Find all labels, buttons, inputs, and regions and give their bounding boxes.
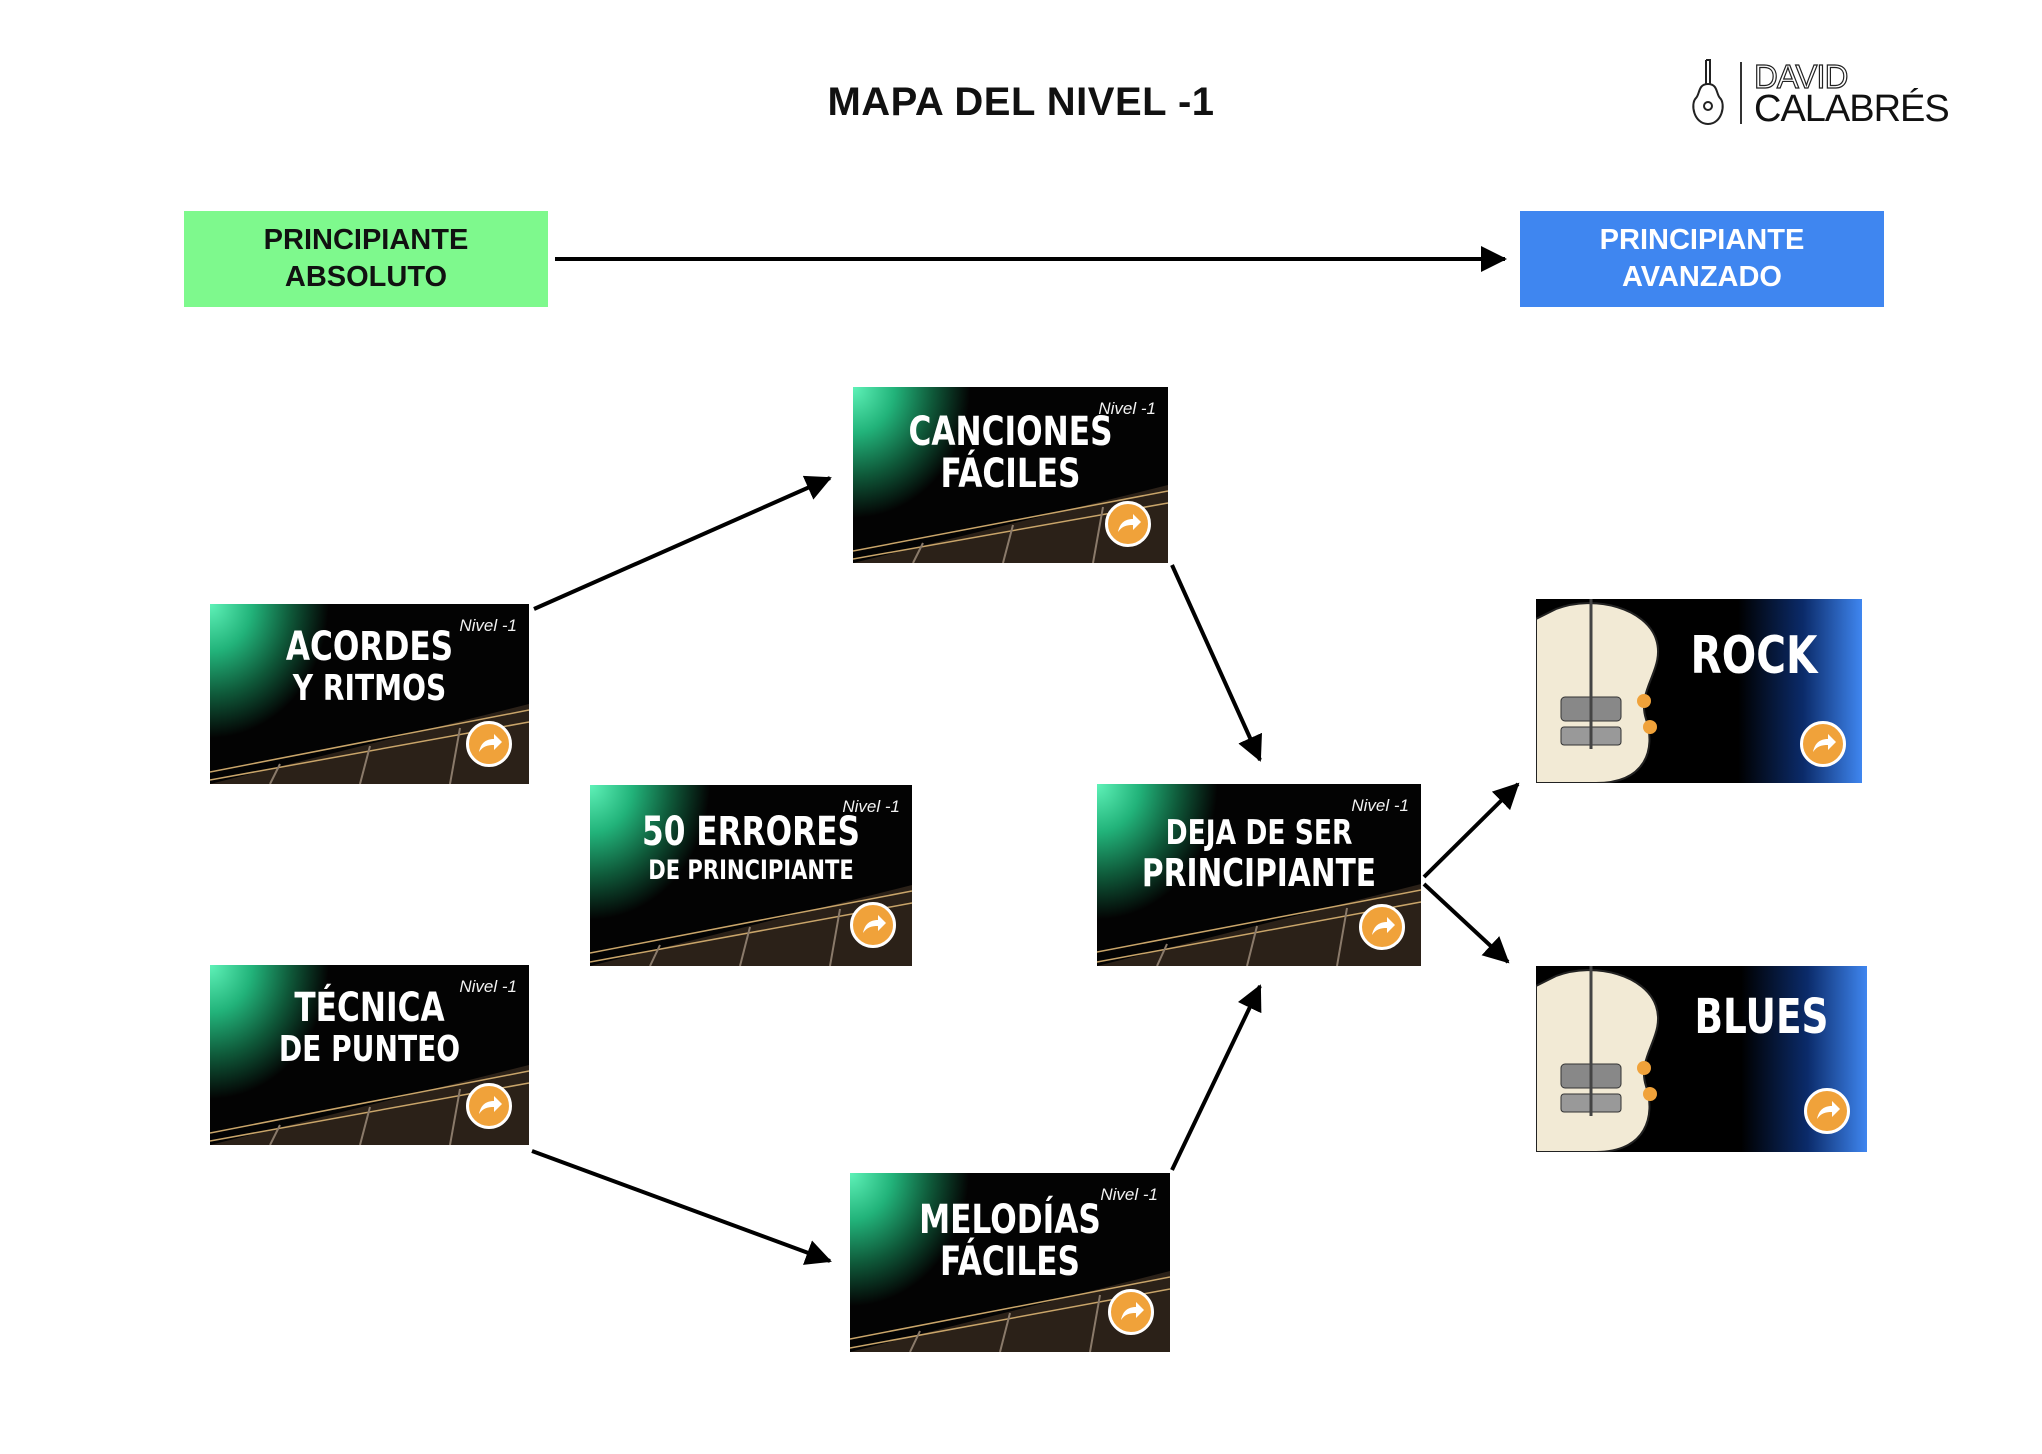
course-title-line1: CANCIONES: [908, 409, 1113, 455]
course-level-tag: Nivel -1: [459, 977, 517, 996]
course-card-canciones[interactable]: Nivel -1 CANCIONES FÁCILES: [853, 387, 1168, 563]
fretboard-graphic: [853, 485, 1168, 563]
share-arrow-icon[interactable]: [1800, 721, 1846, 767]
fretboard-graphic: [210, 1065, 529, 1145]
arrow-melodias-deja: [1170, 984, 1262, 1171]
course-level-tag: Nivel -1: [842, 797, 900, 816]
share-arrow-icon[interactable]: [850, 902, 896, 948]
level-start-box: PRINCIPIANTE ABSOLUTO: [184, 211, 548, 307]
course-title-line1: DEJA DE SER: [1165, 813, 1353, 853]
course-card-rock[interactable]: ROCK: [1536, 599, 1862, 783]
course-level-tag: Nivel -1: [459, 616, 517, 635]
course-title-line2: Y RITMOS: [292, 668, 447, 709]
course-title-line2: FÁCILES: [940, 451, 1081, 497]
arrow-acordes-canciones: [533, 475, 832, 611]
page-title: MAPA DEL NIVEL -1: [827, 80, 1215, 124]
course-title-line2: DE PUNTEO: [278, 1029, 461, 1070]
brand-separator: [1740, 62, 1742, 124]
course-level-tag: Nivel -1: [1351, 796, 1409, 815]
course-title-line1: ACORDES: [285, 624, 454, 670]
electric-guitar-graphic: [1536, 966, 1659, 1152]
course-title-line1: MELODÍAS: [919, 1197, 1101, 1243]
share-arrow-icon[interactable]: [466, 721, 512, 767]
arrow-deja-blues: [1422, 882, 1510, 964]
fretboard-graphic: [210, 704, 529, 784]
course-card-blues[interactable]: BLUES: [1536, 966, 1867, 1152]
course-title-line1: BLUES: [1694, 989, 1829, 1045]
course-title-line1: TÉCNICA: [294, 985, 445, 1031]
course-card-deja[interactable]: Nivel -1 DEJA DE SER PRINCIPIANTE: [1097, 784, 1421, 966]
course-title-line2: FÁCILES: [939, 1239, 1081, 1285]
level-start-label: PRINCIPIANTE ABSOLUTO: [263, 224, 469, 293]
fretboard-graphic: [590, 885, 912, 966]
course-title-line1: ROCK: [1690, 626, 1818, 686]
course-title-line2: PRINCIPIANTE: [1141, 851, 1377, 895]
arrow-canciones-deja: [1170, 564, 1262, 762]
course-card-errores[interactable]: Nivel -1 50 ERRORES DE PRINCIPIANTE: [590, 785, 912, 966]
fretboard-graphic: [850, 1271, 1170, 1352]
course-level-tag: Nivel -1: [1098, 399, 1156, 418]
course-title-line2: DE PRINCIPIANTE: [648, 855, 854, 886]
share-arrow-icon[interactable]: [1804, 1088, 1850, 1134]
arrow-deja-rock: [1422, 782, 1520, 879]
course-card-acordes[interactable]: Nivel -1 ACORDES Y RITMOS: [210, 604, 529, 784]
level-end-label: PRINCIPIANTE AVANZADO: [1599, 224, 1805, 293]
share-arrow-icon[interactable]: [466, 1083, 512, 1129]
arrow-tecnica-melodias: [531, 1149, 832, 1265]
course-title-line1: 50 ERRORES: [642, 809, 860, 855]
course-card-melodias[interactable]: Nivel -1 MELODÍAS FÁCILES: [850, 1173, 1170, 1352]
course-card-tecnica[interactable]: Nivel -1 TÉCNICA DE PUNTEO: [210, 965, 529, 1145]
brand-line2: CALABRÉS: [1754, 88, 1950, 130]
share-arrow-icon[interactable]: [1105, 501, 1151, 547]
level-end-box: PRINCIPIANTE AVANZADO: [1520, 211, 1884, 307]
brand-line1: DAVID: [1753, 57, 1849, 95]
share-arrow-icon[interactable]: [1108, 1289, 1154, 1335]
electric-guitar-graphic: [1536, 599, 1659, 783]
share-arrow-icon[interactable]: [1359, 904, 1405, 950]
course-level-tag: Nivel -1: [1100, 1185, 1158, 1204]
brand-logo: DAVID CALABRÉS: [1690, 57, 1950, 130]
guitar-icon: [1692, 59, 1724, 126]
